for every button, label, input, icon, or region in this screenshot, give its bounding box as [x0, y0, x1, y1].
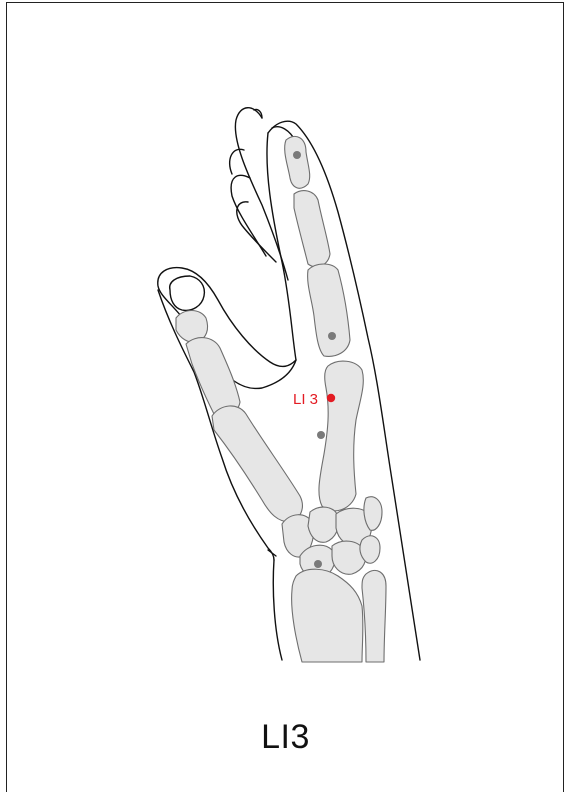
li3-point-dot — [327, 394, 335, 402]
index-metacarpal — [319, 361, 363, 511]
index-proximal-phalanx — [308, 264, 350, 356]
index-middle-phalanx — [294, 191, 330, 267]
figure-caption: LI3 — [0, 718, 571, 757]
li3-point-label: LI 3 — [293, 391, 318, 408]
triquetrum-bone — [360, 536, 380, 563]
trapezoid-bone — [308, 507, 339, 542]
reference-point-metacarpal — [317, 431, 325, 439]
radius-bone — [292, 569, 363, 662]
thumb-metacarpal — [212, 406, 302, 522]
ulna-bone — [362, 570, 386, 662]
thumb-proximal-phalanx — [186, 338, 240, 416]
hamate-bone — [364, 497, 382, 531]
index-distal-phalanx — [285, 136, 310, 188]
reference-point-index-proximal — [328, 332, 336, 340]
reference-point-index-tip — [293, 151, 301, 159]
reference-point-wrist — [314, 560, 322, 568]
hand-bones — [176, 136, 386, 662]
